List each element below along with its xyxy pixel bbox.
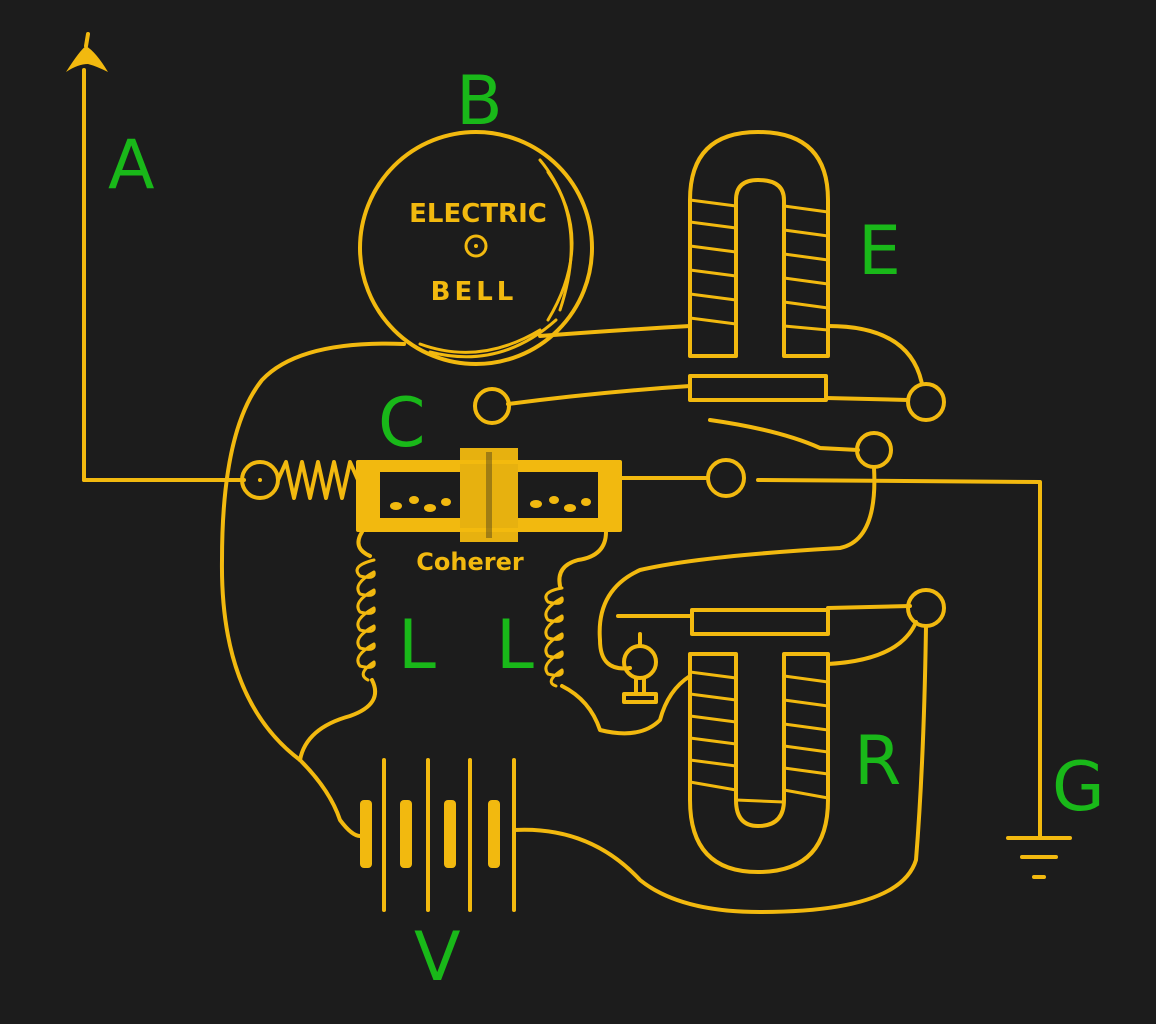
relay-loop-wire bbox=[597, 466, 877, 671]
choke-coil-left bbox=[298, 530, 378, 762]
ground-wire bbox=[756, 478, 1042, 840]
label-l-right: L bbox=[496, 606, 534, 685]
bell-text-line1: ELECTRIC bbox=[409, 199, 547, 229]
coherer: Coherer bbox=[240, 448, 622, 576]
relay-arm-wire bbox=[708, 418, 860, 452]
tapper-electromagnet bbox=[688, 130, 946, 422]
relay bbox=[616, 588, 946, 874]
label-l-left: L bbox=[398, 606, 436, 685]
coherer-text: Coherer bbox=[416, 548, 524, 576]
battery-right-wire bbox=[512, 624, 928, 914]
indicator-lamp bbox=[622, 632, 658, 704]
coherer-terminal bbox=[706, 458, 746, 498]
electric-bell: ELECTRIC BELL bbox=[358, 130, 594, 366]
label-b: B bbox=[456, 62, 503, 141]
label-a: A bbox=[108, 126, 155, 205]
bell-text-line2: BELL bbox=[431, 277, 518, 307]
bell-right-wire bbox=[538, 324, 692, 338]
ground-symbol bbox=[1006, 836, 1072, 879]
battery bbox=[360, 758, 516, 912]
tapper-arm bbox=[506, 384, 692, 406]
antenna bbox=[66, 32, 108, 482]
label-g: G bbox=[1052, 748, 1105, 827]
label-e: E bbox=[858, 212, 901, 291]
relay-contact-top bbox=[855, 431, 893, 469]
tapper-contact bbox=[473, 387, 511, 425]
choke-coil-right bbox=[544, 530, 692, 736]
battery-left-wire bbox=[298, 758, 362, 838]
label-c: C bbox=[378, 384, 425, 463]
label-v: V bbox=[414, 918, 461, 997]
label-r: R bbox=[854, 722, 901, 801]
bell-left-wire bbox=[219, 341, 406, 762]
